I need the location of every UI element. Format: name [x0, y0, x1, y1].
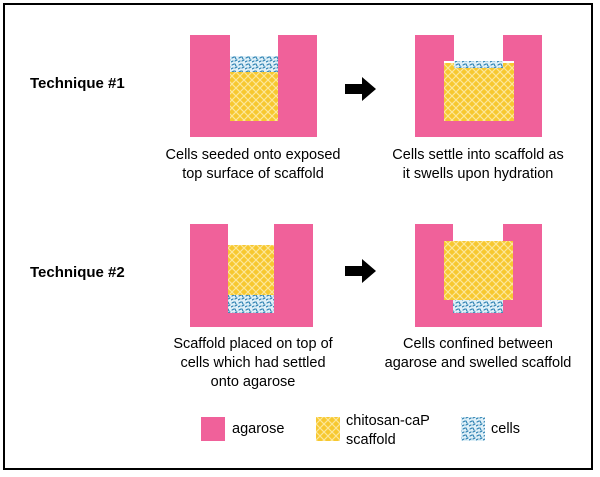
- legend-agarose-swatch: [201, 417, 225, 441]
- caption-line: onto agarose: [210, 374, 296, 390]
- agarose-well: [190, 35, 317, 137]
- caption-line: Cells confined between: [403, 336, 553, 352]
- technique2-right-caption: Cells confined between agarose and swell…: [378, 335, 578, 373]
- cells-layer: [453, 300, 503, 313]
- caption-line: Scaffold placed on top of: [173, 336, 333, 352]
- technique1-left-caption: Cells seeded onto exposed top surface of…: [153, 146, 353, 184]
- scaffold-block: [444, 241, 513, 300]
- scaffold-block: [228, 245, 274, 295]
- arrow-right-icon: [345, 77, 376, 101]
- technique2-left-caption: Scaffold placed on top of cells which ha…: [153, 335, 353, 392]
- caption-line: cells which had settled: [180, 355, 326, 371]
- cells-layer: [454, 61, 503, 68]
- technique1-before-well: [190, 35, 317, 137]
- legend-scaffold-swatch: [316, 417, 340, 441]
- caption-line: it swells upon hydration: [402, 166, 554, 182]
- legend-agarose-label: agarose: [232, 421, 285, 437]
- caption-line: Cells seeded onto exposed: [165, 147, 341, 163]
- caption-line: top surface of scaffold: [182, 166, 324, 182]
- legend-cells-swatch: [461, 417, 485, 441]
- agarose-well: [415, 224, 542, 327]
- cells-layer: [228, 295, 274, 313]
- arrow-right-icon: [345, 259, 376, 283]
- cells-layer: [230, 56, 278, 72]
- caption-line: Cells settle into scaffold as: [392, 147, 564, 163]
- legend-cells-label: cells: [491, 421, 521, 437]
- scaffold-block: [444, 63, 514, 121]
- caption-line: agarose and swelled scaffold: [384, 355, 572, 371]
- legend-line: chitosan-caP: [346, 413, 430, 429]
- technique1-label: Technique #1: [30, 75, 125, 92]
- technique1-after-well: [415, 35, 542, 137]
- legend-line: scaffold: [346, 432, 396, 448]
- technique2-after-well: [415, 224, 542, 327]
- technique1-right-caption: Cells settle into scaffold as it swells …: [378, 146, 578, 184]
- agarose-well: [190, 224, 313, 327]
- agarose-well: [415, 35, 542, 137]
- scaffold-block: [230, 72, 278, 121]
- technique2-label: Technique #2: [30, 264, 125, 281]
- legend-scaffold-label: chitosan-caP scaffold: [346, 412, 430, 450]
- technique2-before-well: [190, 224, 313, 327]
